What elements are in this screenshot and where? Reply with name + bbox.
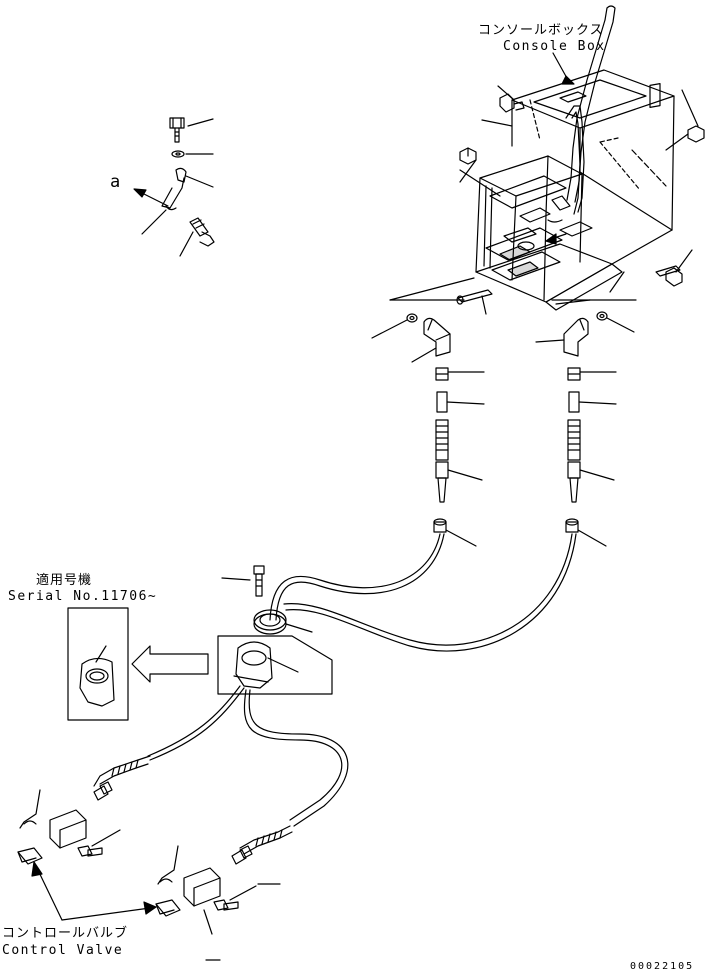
bolt-part [170, 118, 184, 142]
console-box-label-ja: コンソールボックス [478, 23, 604, 38]
hex-nut-right [688, 126, 704, 142]
link-block-right [184, 868, 220, 906]
hex-nut-left [460, 148, 476, 164]
serial-label-ja: 適用号機 [36, 573, 93, 588]
control-lever [575, 6, 615, 202]
lever-plate-right [156, 900, 180, 916]
cable-lower-right [244, 690, 341, 820]
clip-part [162, 168, 186, 209]
cable-bracket-region [132, 566, 332, 694]
console-box-label-en: Console Box [503, 39, 606, 54]
cable-left [270, 534, 440, 620]
lower-left-fittings [18, 756, 150, 864]
serial-detail-inset [68, 608, 128, 720]
console-box-assembly [390, 6, 704, 314]
cable-right [284, 534, 572, 645]
left-cable-fittings [372, 314, 484, 546]
cable-bracket [236, 642, 272, 688]
detail-arrow [132, 646, 208, 682]
lever-plate-left [18, 848, 42, 864]
flange-bolt-part [190, 218, 214, 246]
hex-bolt-right-lower [656, 266, 682, 286]
grommet [254, 610, 286, 630]
inset-bracket [80, 658, 114, 706]
link-block-left [50, 810, 86, 848]
lower-right-fittings [156, 826, 292, 960]
cable-end-right [568, 420, 580, 460]
bracket-parts-group [134, 118, 214, 256]
right-cable-fittings [536, 312, 634, 546]
callout-a-label: a [110, 172, 121, 192]
cable-lower-left [150, 688, 244, 760]
pin-part [457, 290, 492, 304]
drawing-number: 00022105 [630, 961, 695, 972]
nut-right [568, 368, 580, 380]
control-cables [148, 534, 576, 826]
washer-part [172, 151, 184, 157]
control-valve-leaders [32, 862, 156, 920]
bracket-detail-frame [218, 636, 332, 694]
elbow-fitting-right [564, 318, 588, 356]
serial-label-en: Serial No.11706~ [8, 589, 158, 604]
cable-end-left [436, 420, 448, 460]
nut-left [436, 368, 448, 380]
elbow-fitting-left [424, 318, 450, 356]
control-valve-label-en: Control Valve [2, 943, 124, 958]
control-valve-label-ja: コントロールバルブ [2, 926, 129, 941]
